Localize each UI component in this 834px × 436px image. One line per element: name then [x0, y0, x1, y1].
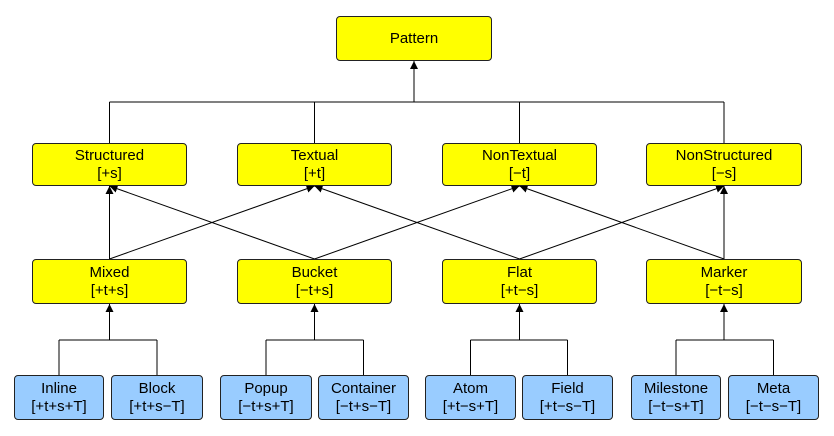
nonstructured-node-code: [−s] [711, 164, 737, 182]
atom-node-name: Atom [452, 379, 488, 397]
container-node-name: Container [330, 379, 397, 397]
container-node: Container [−t+s−T] [318, 375, 409, 420]
textual-node: Textual [+t] [237, 143, 392, 186]
edge-bucket-to-structured [109, 184, 315, 260]
meta-node: Meta [−t−s−T] [728, 375, 819, 420]
popup-node: Popup [−t+s+T] [220, 375, 312, 420]
flat-node-code: [+t−s] [500, 281, 539, 299]
milestone-node: Milestone [−t−s+T] [631, 375, 721, 420]
textual-node-name: Textual [290, 146, 339, 164]
milestone-node-name: Milestone [643, 379, 709, 397]
edge-marker-to-nontextual [519, 184, 725, 260]
nonstructured-node: NonStructured [−s] [646, 143, 802, 186]
nonstructured-node-name: NonStructured [675, 146, 773, 164]
inline-node-name: Inline [41, 379, 77, 397]
structured-node: Structured [+s] [32, 143, 187, 186]
nontextual-node-code: [−t] [508, 164, 531, 182]
inline-node: Inline [+t+s+T] [14, 375, 104, 420]
marker-node-code: [−t−s] [705, 281, 743, 299]
field-node-code: [+t−s−T] [539, 397, 596, 415]
popup-node-name: Popup [244, 379, 288, 397]
mixed-node-code: [+t+s] [90, 281, 129, 299]
container-node-code: [−t+s−T] [335, 397, 392, 415]
atom-node: Atom [+t−s+T] [425, 375, 516, 420]
structured-node-name: Structured [74, 146, 145, 164]
textual-node-code: [+t] [303, 164, 326, 182]
meta-node-code: [−t−s−T] [745, 397, 802, 415]
structured-node-code: [+s] [97, 164, 122, 182]
block-node-code: [+t+s−T] [129, 397, 185, 415]
marker-node: Marker [−t−s] [646, 259, 802, 304]
bucket-node-code: [−t+s] [295, 281, 334, 299]
pattern-node: Pattern [336, 16, 492, 61]
nontextual-node: NonTextual [−t] [442, 143, 597, 186]
field-node-name: Field [551, 379, 584, 397]
flat-node-name: Flat [506, 263, 532, 281]
atom-node-code: [+t−s+T] [442, 397, 499, 415]
popup-node-code: [−t+s+T] [238, 397, 294, 415]
edge-flat-to-textual [314, 184, 520, 260]
milestone-node-code: [−t−s+T] [648, 397, 704, 415]
pattern-node-name: Pattern [389, 29, 439, 47]
marker-node-name: Marker [700, 263, 748, 281]
meta-node-name: Meta [756, 379, 791, 397]
flat-node: Flat [+t−s] [442, 259, 597, 304]
bucket-node-name: Bucket [291, 263, 338, 281]
nontextual-node-name: NonTextual [481, 146, 558, 164]
field-node: Field [+t−s−T] [522, 375, 613, 420]
block-node-name: Block [138, 379, 176, 397]
mixed-node: Mixed [+t+s] [32, 259, 187, 304]
bucket-node: Bucket [−t+s] [237, 259, 392, 304]
mixed-node-name: Mixed [89, 263, 130, 281]
block-node: Block [+t+s−T] [111, 375, 203, 420]
inline-node-code: [+t+s+T] [31, 397, 87, 415]
